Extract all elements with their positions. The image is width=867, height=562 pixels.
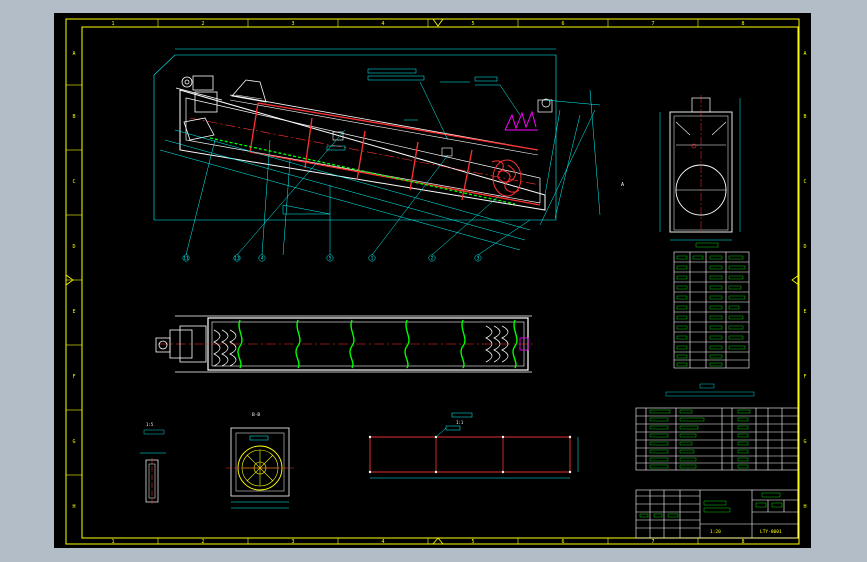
plan-drive-unit: [155, 325, 207, 363]
tech-notes: [665, 383, 755, 397]
zone-col-top-8: 8: [741, 21, 744, 27]
section-bb-view[interactable]: [226, 427, 294, 509]
overall-dimension-box: [153, 54, 557, 221]
balloon-number: 11: [183, 256, 189, 262]
zone-row-right-B: B: [803, 114, 806, 120]
plan-spiral-flights: [213, 325, 509, 367]
balloon-circle: [258, 254, 266, 262]
title-block-drawing-no: LTY-8001: [760, 529, 782, 535]
zone-ticks: [66, 19, 799, 544]
outer-frame: [65, 18, 800, 545]
side-view-label: A: [621, 182, 624, 188]
zone-col-bottom-5: 5: [471, 539, 474, 545]
zone-row-right-G: G: [803, 439, 806, 445]
balloon-circle: [182, 254, 190, 262]
main-elevation-view[interactable]: [153, 48, 601, 256]
spec-table-text: [676, 242, 746, 367]
balloon-number: 2: [431, 256, 434, 262]
zone-row-left-B: B: [72, 114, 75, 120]
zone-row-left-D: D: [72, 244, 75, 250]
balloon-circle: [368, 254, 376, 262]
zone-col-bottom-2: 2: [201, 539, 204, 545]
balloon-number: 5: [329, 256, 332, 262]
zone-col-bottom-1: 1: [111, 539, 114, 545]
balloon-number: 13: [234, 256, 240, 262]
detail-scale-label: 1:1: [456, 420, 464, 425]
parts-list: [635, 407, 799, 471]
zone-col-top-5: 5: [471, 21, 474, 27]
balloon-circle: [428, 254, 436, 262]
zone-col-top-1: 1: [111, 21, 114, 27]
zone-row-left-E: E: [72, 309, 75, 315]
detail-frame-view[interactable]: [368, 412, 579, 479]
zone-col-bottom-8: 8: [741, 539, 744, 545]
detail-a-view[interactable]: [140, 429, 166, 504]
feed-hopper: [231, 79, 267, 103]
balloon-circle: [326, 254, 334, 262]
discharge-spiral: [491, 159, 522, 197]
hatch-cover-1: [332, 131, 344, 141]
zone-col-bottom-6: 6: [561, 539, 564, 545]
zone-col-top-3: 3: [291, 21, 294, 27]
zone-row-left-H: H: [72, 504, 75, 510]
section-bb-label: B-B: [252, 412, 260, 418]
plan-paddles: [237, 319, 518, 369]
zone-row-right-F: F: [803, 374, 806, 380]
shaft-centerline: [189, 117, 541, 186]
zone-row-left-F: F: [72, 374, 75, 380]
zone-col-bottom-7: 7: [651, 539, 654, 545]
balloon-number: 1: [371, 256, 374, 262]
weir-plates: [504, 110, 538, 131]
zone-col-top-2: 2: [201, 21, 204, 27]
side-view[interactable]: [659, 95, 741, 241]
incline-dimensions: [159, 89, 601, 251]
title-block-scale: 1:20: [710, 529, 721, 535]
drive-motor: [175, 75, 223, 141]
zone-row-left-G: G: [72, 439, 75, 445]
balloon-circle: [233, 254, 241, 262]
zone-row-left-A: A: [72, 51, 75, 57]
balloon-number: 3: [477, 256, 480, 262]
balloon-number: 4: [261, 256, 264, 262]
zone-row-right-A: A: [803, 51, 806, 57]
centering-marks: [65, 18, 800, 545]
plan-discharge-flange: [519, 337, 529, 351]
zone-col-top-7: 7: [651, 21, 654, 27]
zone-row-right-D: D: [803, 244, 806, 250]
spec-table: [673, 251, 750, 369]
parts-list-text: [649, 409, 751, 469]
leader-lines: [185, 81, 531, 256]
zone-col-top-4: 4: [381, 21, 384, 27]
zone-col-top-6: 6: [561, 21, 564, 27]
detail-a-scale-label: 1:5: [146, 422, 154, 427]
zone-row-right-E: E: [803, 309, 806, 315]
drawing-sheet: [54, 13, 811, 548]
balloon-circle: [474, 254, 482, 262]
zone-row-right-C: C: [803, 179, 806, 185]
title-block: [635, 489, 799, 539]
title-block-text: [639, 492, 783, 518]
zone-col-bottom-4: 4: [381, 539, 384, 545]
part-balloons: 11 13 4 5 1 2 3: [182, 254, 482, 262]
zone-col-bottom-3: 3: [291, 539, 294, 545]
inner-frame: [81, 26, 799, 539]
zone-row-right-H: H: [803, 504, 806, 510]
plan-view[interactable]: [155, 315, 535, 373]
zone-row-left-C: C: [72, 179, 75, 185]
trough-body: [179, 89, 546, 211]
